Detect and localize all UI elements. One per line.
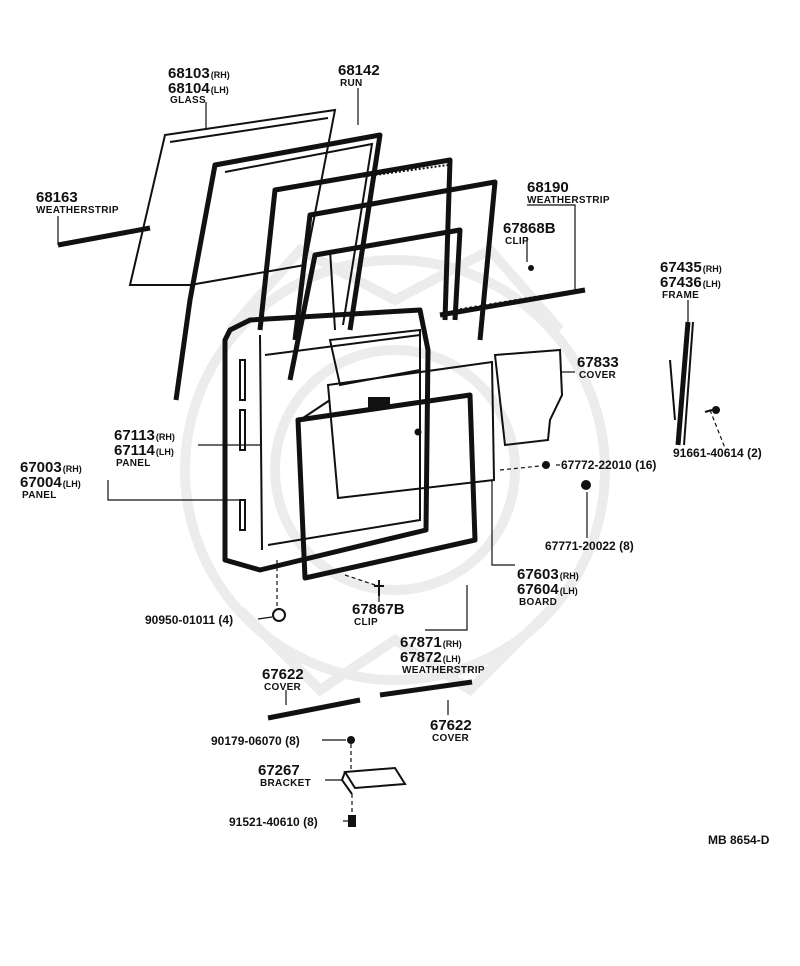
svg-text:67113(RH): 67113(RH): [114, 427, 175, 444]
svg-text:67003(RH): 67003(RH): [20, 459, 82, 476]
svg-text:67622: 67622: [430, 717, 472, 734]
frame-icon: [669, 321, 694, 446]
callout-bracket: 67267 BRACKET: [258, 762, 311, 789]
door-panel-icon: [222, 307, 431, 573]
svg-text:67833: 67833: [577, 354, 619, 371]
bracket-icon: [340, 766, 407, 795]
svg-text:67867B: 67867B: [352, 601, 405, 618]
callout-panel-outer: 67003(RH) 67004(LH) PANEL: [20, 459, 82, 501]
board-icon: [326, 360, 496, 500]
callout-clip-cover: 67772-22010 (16): [561, 458, 656, 472]
callout-clip-lower: 67867B CLIP: [352, 601, 405, 628]
bolt-icon: [348, 815, 356, 827]
svg-text:COVER: COVER: [264, 682, 302, 693]
cover-upper-icon: [493, 348, 564, 447]
callout-clip-board: 67771-20022 (8): [545, 539, 634, 553]
svg-text:BOARD: BOARD: [519, 597, 557, 608]
callout-clip-upper: 67868B CLIP: [503, 220, 556, 247]
clip-cover-icon: [542, 461, 550, 469]
weatherstrip-right-icon: [439, 287, 586, 318]
svg-text:CLIP: CLIP: [354, 617, 378, 628]
door-weatherstrip-icon: [295, 392, 478, 581]
callout-panel-inner: 67113(RH) 67114(LH) PANEL: [114, 427, 175, 469]
callout-bolt: 91521-40610 (8): [229, 815, 318, 829]
callout-nut: 90179-06070 (8): [211, 734, 300, 748]
glass-pane-icon: [128, 108, 337, 286]
screw-frame-icon: [704, 406, 720, 414]
cover-left-icon: [267, 697, 361, 721]
callout-board: 67603(RH) 67604(LH) BOARD: [517, 566, 579, 608]
callout-cover-left: 67622 COVER: [262, 666, 304, 693]
run-channel-icon: [173, 132, 383, 401]
leader-lines: [57, 88, 726, 822]
callout-cover-right: 67622 COVER: [430, 717, 472, 744]
svg-text:CLIP: CLIP: [505, 236, 529, 247]
svg-text:67872(LH): 67872(LH): [400, 649, 461, 666]
svg-text:67604(LH): 67604(LH): [517, 581, 578, 598]
watermark-emblem-icon: [180, 243, 610, 697]
plug-icon: [272, 608, 286, 622]
callout-weatherstrip-left: 68163 WEATHERSTRIP: [36, 189, 119, 216]
svg-text:GLASS: GLASS: [170, 95, 206, 106]
svg-text:67622: 67622: [262, 666, 304, 683]
callout-glass: 68103(RH) 68104(LH) GLASS: [168, 65, 230, 106]
callout-cover-upper: 67833 COVER: [577, 354, 619, 381]
svg-text:RUN: RUN: [340, 78, 363, 89]
svg-text:67603(RH): 67603(RH): [517, 566, 579, 583]
svg-text:67871(RH): 67871(RH): [400, 634, 462, 651]
nut-icon: [347, 736, 355, 744]
svg-text:WEATHERSTRIP: WEATHERSTRIP: [36, 205, 119, 216]
clip-lower-icon: [374, 580, 384, 596]
svg-text:68103(RH): 68103(RH): [168, 65, 230, 82]
svg-text:67435(RH): 67435(RH): [660, 259, 722, 276]
svg-text:68163: 68163: [36, 189, 78, 206]
diagram-reference: MB 8654-D: [708, 833, 770, 847]
callout-frame: 67435(RH) 67436(LH) FRAME: [660, 259, 722, 301]
weatherstrip-left-icon: [57, 225, 151, 248]
callout-run: 68142 RUN: [338, 62, 380, 89]
callout-screw-frame: 91661-40614 (2): [673, 446, 762, 460]
svg-text:67004(LH): 67004(LH): [20, 474, 81, 491]
weatherstrip-icon: [257, 157, 453, 331]
cover-right-icon: [379, 679, 473, 698]
svg-text:BRACKET: BRACKET: [260, 778, 311, 789]
svg-text:68190: 68190: [527, 179, 569, 196]
callout-door-weatherstrip: 67871(RH) 67872(LH) WEATHERSTRIP: [400, 634, 485, 676]
svg-text:PANEL: PANEL: [22, 490, 57, 501]
svg-text:67436(LH): 67436(LH): [660, 274, 721, 291]
svg-text:68104(LH): 68104(LH): [168, 80, 229, 97]
callout-weatherstrip-right: 68190 WEATHERSTRIP: [527, 179, 610, 206]
svg-text:67868B: 67868B: [503, 220, 556, 237]
svg-text:68142: 68142: [338, 62, 380, 79]
svg-text:FRAME: FRAME: [662, 290, 699, 301]
svg-text:67114(LH): 67114(LH): [114, 442, 174, 459]
svg-text:PANEL: PANEL: [116, 458, 151, 469]
clip-upper-icon: [528, 265, 534, 271]
svg-text:WEATHERSTRIP: WEATHERSTRIP: [527, 195, 610, 206]
svg-text:WEATHERSTRIP: WEATHERSTRIP: [402, 665, 485, 676]
svg-text:67267: 67267: [258, 762, 300, 779]
clip-board-icon: [581, 480, 591, 490]
svg-text:COVER: COVER: [432, 733, 470, 744]
callout-plug: 90950-01011 (4): [145, 613, 233, 627]
svg-text:COVER: COVER: [579, 370, 617, 381]
